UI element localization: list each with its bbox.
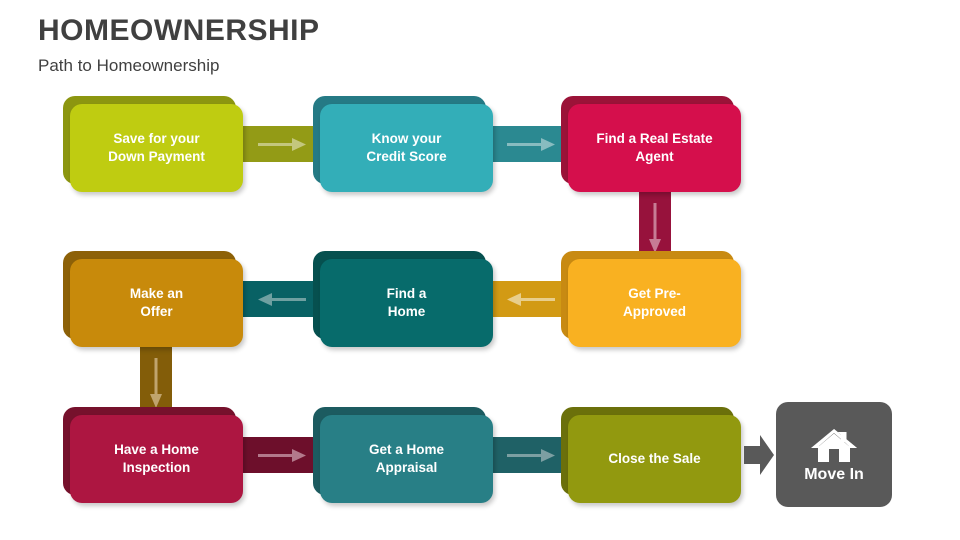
move-in-label: Move In xyxy=(804,465,864,483)
node-get-pre-approved[interactable]: Get Pre- Approved xyxy=(561,251,741,347)
page-title: HOMEOWNERSHIP xyxy=(38,14,320,47)
node-body[interactable]: Get a Home Appraisal xyxy=(320,415,493,503)
node-label: Have a Home Inspection xyxy=(114,441,199,475)
node-find-a-home[interactable]: Find a Home xyxy=(313,251,493,347)
node-find-real-estate-agent[interactable]: Find a Real Estate Agent xyxy=(561,96,741,192)
node-label: Save for your Down Payment xyxy=(108,130,205,164)
house-icon xyxy=(811,427,857,463)
header: HOMEOWNERSHIP Path to Homeownership xyxy=(38,14,638,76)
node-have-home-inspection[interactable]: Have a Home Inspection xyxy=(63,407,243,503)
node-close-the-sale[interactable]: Close the Sale xyxy=(561,407,741,503)
node-body[interactable]: Get Pre- Approved xyxy=(568,259,741,347)
node-label: Close the Sale xyxy=(608,450,701,466)
node-label: Get Pre- Approved xyxy=(622,285,686,319)
node-body[interactable]: Make an Offer xyxy=(70,259,243,347)
node-make-an-offer[interactable]: Make an Offer xyxy=(63,251,243,347)
node-label: Find a Real Estate Agent xyxy=(596,130,713,164)
node-body[interactable]: Save for your Down Payment xyxy=(70,104,243,192)
node-body[interactable]: Find a Home xyxy=(320,259,493,347)
node-label: Know your Credit Score xyxy=(366,130,447,164)
move-in-terminal[interactable]: Move In xyxy=(776,402,892,507)
final-arrow-icon xyxy=(744,435,774,475)
node-body[interactable]: Have a Home Inspection xyxy=(70,415,243,503)
node-know-credit-score[interactable]: Know your Credit Score xyxy=(313,96,493,192)
node-body[interactable]: Know your Credit Score xyxy=(320,104,493,192)
node-label: Find a Home xyxy=(386,285,427,319)
node-label: Get a Home Appraisal xyxy=(368,441,445,475)
page-subtitle: Path to Homeownership xyxy=(38,56,220,75)
node-body[interactable]: Close the Sale xyxy=(568,415,741,503)
node-get-home-appraisal[interactable]: Get a Home Appraisal xyxy=(313,407,493,503)
node-body[interactable]: Find a Real Estate Agent xyxy=(568,104,741,192)
node-save-down-payment[interactable]: Save for your Down Payment xyxy=(63,96,243,192)
node-label: Make an Offer xyxy=(129,285,184,319)
